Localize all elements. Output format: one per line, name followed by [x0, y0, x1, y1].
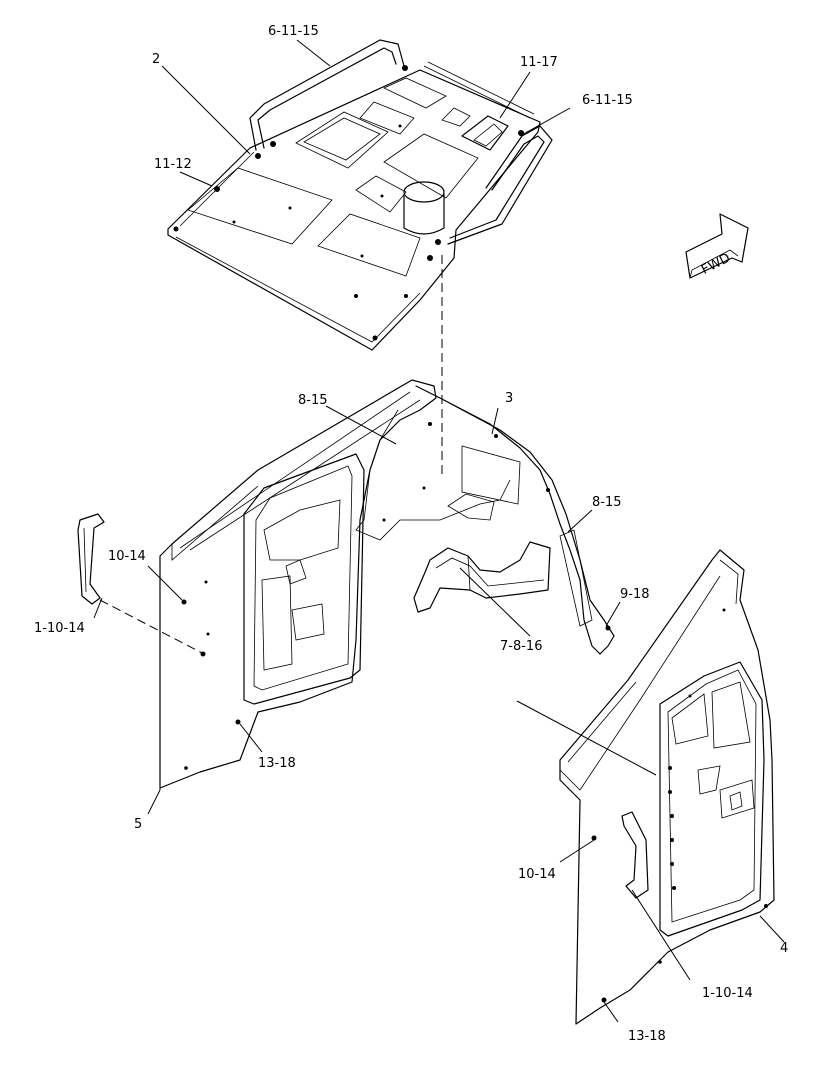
- callout-rear-frame: 3: [505, 391, 513, 406]
- roof-assembly: [167, 39, 553, 351]
- right-side-panel: [559, 549, 775, 1025]
- leader-right-panel-top: [516, 700, 657, 776]
- callout-left-side-panel: 5: [134, 817, 142, 832]
- callout-labels: 6-11-15 2 11-17 6-11-15 11-12 8-15 3 8-1…: [34, 24, 788, 1044]
- callout-right-side-bolt: 10-14: [518, 867, 556, 882]
- fwd-label: FWD: [699, 251, 733, 278]
- alignment-line-left-handle: [99, 599, 205, 655]
- right-grab-handle: [621, 811, 649, 899]
- fwd-arrow: FWD: [685, 213, 749, 279]
- left-door: [243, 453, 365, 705]
- callout-roof-handrail-right: 6-11-15: [582, 93, 633, 108]
- roof-latch: [461, 115, 509, 151]
- leader-lines: [93, 39, 785, 1023]
- callout-left-mount-bracket: 8-15: [298, 393, 328, 408]
- mount-feet: [413, 541, 551, 613]
- callout-right-bottom-bolt: 13-18: [628, 1029, 666, 1044]
- roof-panel: [167, 69, 541, 351]
- callout-left-side-bolt: 10-14: [108, 549, 146, 564]
- right-door: [659, 661, 765, 937]
- roof-handrail-left: [249, 39, 405, 151]
- callout-left-bottom-bolt: 13-18: [258, 756, 296, 771]
- callout-roof-latch: 11-17: [520, 55, 558, 70]
- left-side-panel: [159, 379, 437, 789]
- callout-right-mount-bracket: 8-15: [592, 495, 622, 510]
- vent-cylinder: [403, 193, 445, 235]
- callout-roof-bolts: 11-12: [154, 157, 192, 172]
- callout-right-grab-handle: 1-10-14: [702, 986, 753, 1001]
- callout-right-side-panel: 4: [780, 941, 788, 956]
- callout-foot-bolt: 9-18: [620, 587, 650, 602]
- callout-roof: 2: [152, 52, 160, 67]
- roof-handrail-right: [447, 125, 553, 245]
- callout-roof-handrail-left: 6-11-15: [268, 24, 319, 39]
- callout-mount-feet: 7-8-16: [500, 639, 542, 654]
- left-grab-handle: [77, 513, 105, 605]
- rear-frame: [355, 385, 615, 655]
- callout-left-grab-handle: 1-10-14: [34, 621, 85, 636]
